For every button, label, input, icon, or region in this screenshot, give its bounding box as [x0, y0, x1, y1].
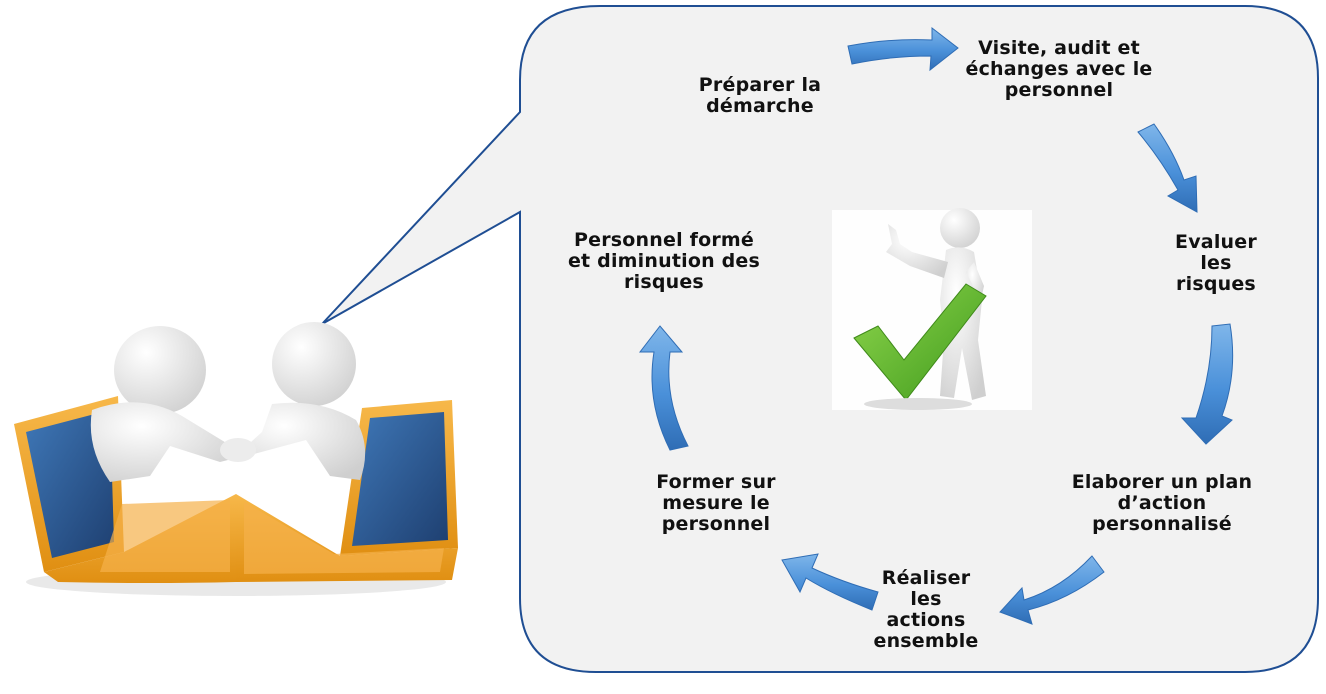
handshake-laptops-illustration: [14, 322, 458, 596]
arrow-prepare-to-visit: [847, 26, 959, 72]
step-line: démarche: [706, 95, 814, 117]
step-line: Réaliser: [881, 567, 971, 589]
arrow-plan-to-act: [999, 555, 1105, 625]
speech-bubble: [321, 5, 1319, 673]
step-line: personnalisé: [1092, 513, 1232, 535]
thumbs-up-checkmark-illustration: [832, 208, 1032, 410]
arrow-train-to-result: [638, 325, 689, 451]
step-line: personnel: [661, 513, 771, 535]
arrow-act-to-train: [781, 553, 879, 611]
step-line: et diminution des: [567, 250, 761, 272]
step-line: mesure le: [662, 492, 770, 514]
step-line: Former sur: [656, 471, 776, 493]
step-plan-label: Elaborer un plan d’action personnalisé: [1054, 472, 1270, 535]
step-result-label: Personnel formé et diminution des risque…: [546, 230, 782, 293]
step-line: actions: [886, 609, 966, 631]
step-visit-label: Visite, audit et échanges avec le person…: [944, 38, 1174, 101]
step-line: Evaluer: [1175, 231, 1257, 253]
step-line: ensemble: [873, 630, 979, 652]
step-line: risques: [624, 271, 704, 293]
step-train-label: Former sur mesure le personnel: [634, 472, 798, 535]
step-line: personnel: [1004, 79, 1114, 101]
arrow-visit-to-evaluate: [1137, 123, 1198, 213]
step-line: Préparer la: [698, 74, 822, 96]
step-line: Personnel formé: [574, 229, 754, 251]
step-line: Elaborer un plan: [1071, 471, 1253, 493]
step-evaluate-label: Evaluer les risques: [1158, 232, 1274, 295]
step-line: échanges avec le: [965, 58, 1153, 80]
step-line: risques: [1176, 273, 1256, 295]
step-line: d’action: [1117, 492, 1207, 514]
step-line: les: [1200, 252, 1232, 274]
arrow-evaluate-to-plan: [1180, 323, 1234, 445]
step-line: les: [910, 588, 942, 610]
step-act-label: Réaliser les actions ensemble: [872, 568, 980, 652]
step-line: Visite, audit et: [978, 37, 1140, 59]
step-prepare-label: Préparer la démarche: [676, 75, 844, 117]
